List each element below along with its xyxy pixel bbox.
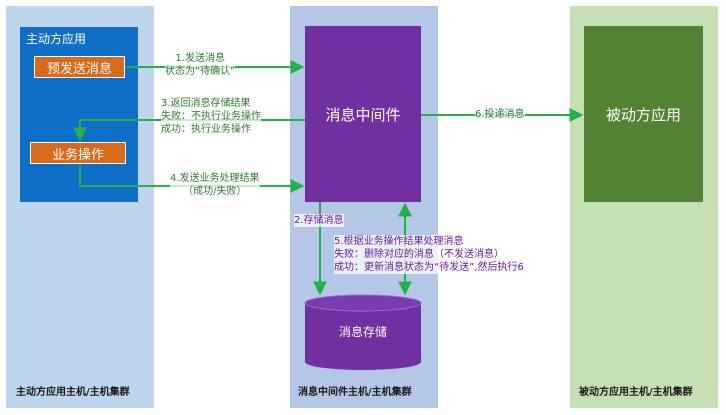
middleware-host-label: 消息中间件主机/主机集群 [298, 387, 412, 398]
step6-note: 6.投递消息 [475, 108, 525, 121]
passive-app-label: 被动方应用 [605, 105, 681, 124]
step3-line1: 3.返回消息存储结果 [161, 98, 251, 109]
active-app-title: 主动方应用 [26, 32, 87, 46]
message-storage-label: 消息存储 [338, 325, 387, 339]
step1-line1: 1.发送消息 [175, 53, 225, 64]
step5-line1: 5.根据业务操作结果处理消息 [334, 236, 464, 247]
step5-line2: 失败：删除对应的消息（不发送消息） [334, 249, 504, 260]
step1-line2: 状态为“待确认” [165, 66, 236, 77]
step4-note: 4.发送业务处理结果 （成功/失败） [170, 172, 260, 198]
step4-line2: （成功/失败） [183, 186, 247, 197]
step2-note: 2.存储消息 [294, 214, 344, 227]
business-operation-button: 业务操作 [30, 142, 126, 164]
step5-line3: 成功：更新消息状态为“待发送”,然后执行6 [334, 262, 524, 273]
message-middleware-box: 消息中间件 [305, 26, 421, 202]
step4-line1: 4.发送业务处理结果 [170, 173, 260, 184]
step5-note: 5.根据业务操作结果处理消息 失败：删除对应的消息（不发送消息） 成功：更新消息… [334, 235, 524, 274]
passive-app-box: 被动方应用 [584, 26, 703, 202]
step3-line2: 失败：不执行业务操作 [161, 111, 261, 122]
passive-host-label: 被动方应用主机/主机集群 [579, 387, 693, 398]
step3-note: 3.返回消息存储结果 失败：不执行业务操作 成功：执行业务操作 [161, 97, 261, 136]
message-middleware-label: 消息中间件 [325, 105, 401, 124]
message-storage-cylinder [304, 294, 422, 370]
step3-line3: 成功：执行业务操作 [161, 124, 251, 135]
step1-note: 1.发送消息 状态为“待确认” [165, 52, 236, 78]
active-host-label: 主动方应用主机/主机集群 [16, 387, 130, 398]
pre-send-message-button: 预发送消息 [34, 56, 125, 78]
